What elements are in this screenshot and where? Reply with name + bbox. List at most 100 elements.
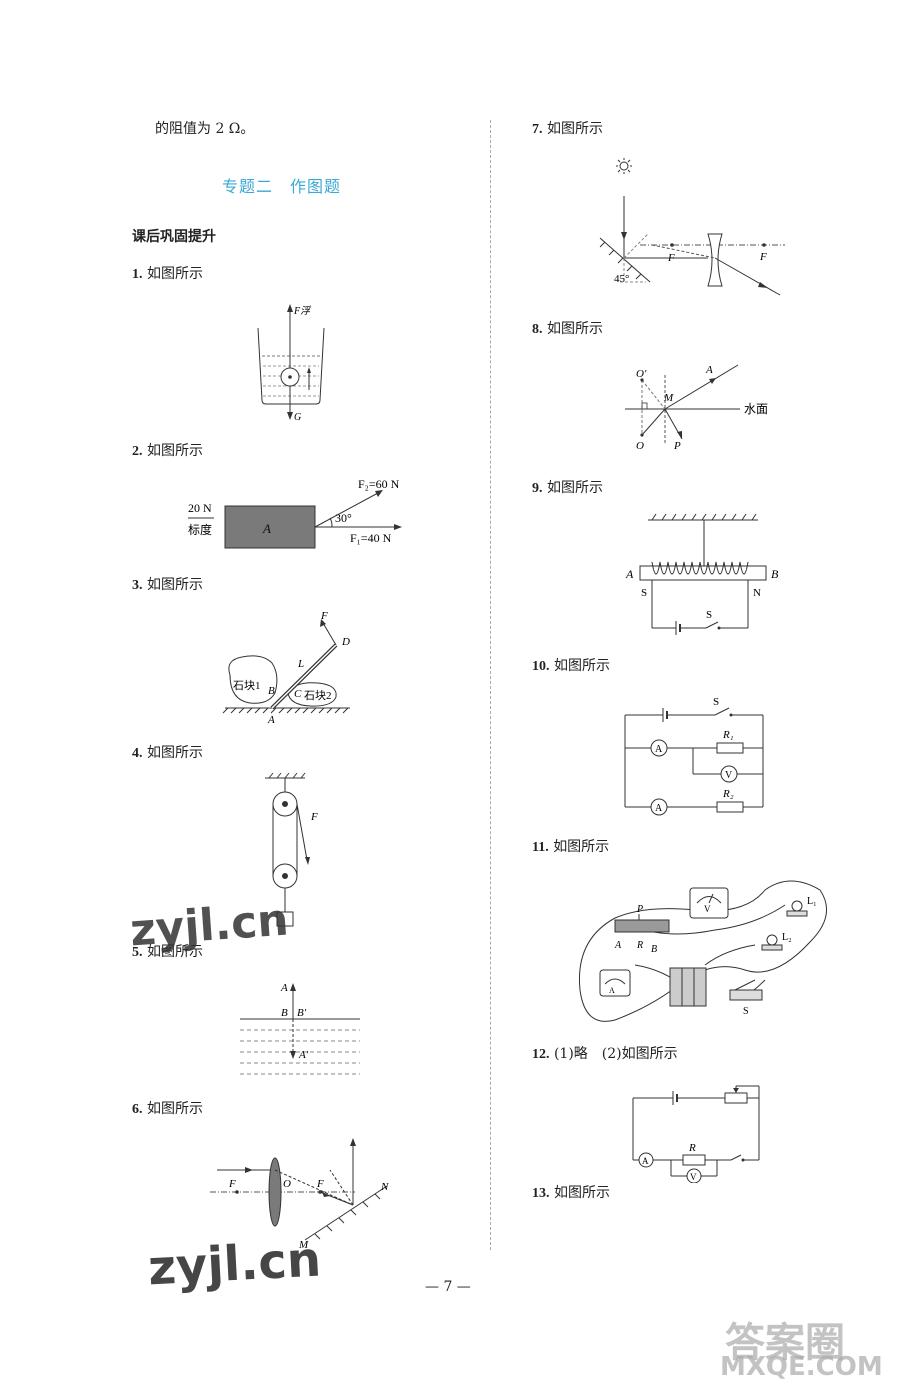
figure-11-physical-circuit: V P A R B L₁ L₂ A S bbox=[578, 880, 828, 1022]
label-f: F bbox=[310, 811, 318, 823]
label-f-left: F bbox=[667, 252, 675, 264]
label-m: M bbox=[298, 1239, 309, 1250]
angle-label: 30° bbox=[335, 511, 352, 525]
item-text: 如图所示 bbox=[553, 658, 610, 674]
item-number: 2. bbox=[132, 444, 143, 459]
label-r2: R₂ bbox=[722, 788, 734, 800]
ammeter-label-1: A bbox=[655, 744, 663, 755]
voltmeter-label: V bbox=[725, 770, 733, 781]
watermark-zyjl-2: zyjl.cn bbox=[146, 1231, 323, 1297]
item-text: (1)略 (2)如图所示 bbox=[553, 1046, 678, 1062]
label-n: N bbox=[380, 1181, 389, 1193]
item-9: 9. 如图所示 bbox=[532, 479, 603, 498]
item-number: 7. bbox=[532, 122, 543, 137]
rheostat-p: P bbox=[636, 904, 643, 915]
label-s-pole: S bbox=[641, 587, 647, 599]
label-f1: F₁=40 N bbox=[350, 531, 392, 545]
watermark-zyjl-1: zyjl.cn bbox=[128, 894, 291, 957]
item-2: 2. 如图所示 bbox=[132, 442, 203, 461]
item-text: 如图所示 bbox=[546, 121, 603, 137]
item-number: 12. bbox=[532, 1047, 550, 1062]
label-l: L bbox=[297, 658, 304, 670]
page-number: — 7 — bbox=[425, 1279, 471, 1295]
label-switch: S bbox=[743, 1006, 749, 1017]
sun-icon bbox=[619, 161, 629, 171]
label-f-left: F bbox=[228, 1178, 236, 1190]
item-7: 7. 如图所示 bbox=[532, 120, 603, 139]
label-l1: L₁ bbox=[807, 896, 817, 907]
section-title: 专题二 作图题 bbox=[222, 177, 342, 196]
item-12: 12. (1)略 (2)如图所示 bbox=[532, 1045, 678, 1064]
voltmeter-letter: V bbox=[704, 904, 711, 914]
label-a: A bbox=[267, 714, 275, 726]
item-text: 如图所示 bbox=[553, 1185, 610, 1201]
label-rock1: 石块1 bbox=[233, 679, 261, 692]
label-o-prime: O′ bbox=[636, 368, 647, 380]
scale-value: 20 N bbox=[188, 501, 212, 515]
subsection-heading: 课后巩固提升 bbox=[132, 229, 216, 245]
label-r: R bbox=[688, 1142, 696, 1154]
label-water-surface: 水面 bbox=[744, 402, 768, 416]
bulb-l2-icon bbox=[766, 934, 778, 946]
item-number: 1. bbox=[132, 267, 143, 282]
item-number: 5. bbox=[132, 945, 143, 960]
voltmeter-letter: V bbox=[690, 1172, 697, 1182]
item-number: 8. bbox=[532, 322, 543, 337]
item-11: 11. 如图所示 bbox=[532, 838, 609, 857]
label-a: A bbox=[705, 364, 713, 376]
scale-word: 标度 bbox=[188, 522, 212, 537]
label-r1: R₁ bbox=[722, 729, 734, 741]
figure-6-lens-mirror: F O F N M bbox=[210, 1138, 389, 1250]
item-number: 9. bbox=[532, 481, 543, 496]
label-o: O bbox=[636, 440, 644, 452]
ammeter-letter: A bbox=[642, 1156, 649, 1166]
item-text: 如图所示 bbox=[146, 577, 203, 593]
figure-7-mirror-lens: F F 45° bbox=[599, 158, 785, 296]
watermark-mxqe: MXQE.COM bbox=[720, 1352, 883, 1382]
item-number: 3. bbox=[132, 578, 143, 593]
item-6: 6. 如图所示 bbox=[132, 1100, 203, 1119]
bulb-l1-icon bbox=[791, 900, 803, 912]
label-a: A bbox=[280, 982, 288, 994]
figure-5-refraction: A B B′ A′ bbox=[240, 982, 360, 1075]
item-text: 如图所示 bbox=[546, 321, 603, 337]
figure-2-force-block: 20 N 标度 A 30° F₂=60 N F₁=40 N bbox=[188, 477, 402, 549]
label-a: A bbox=[625, 567, 634, 581]
label-f2: F₂=60 N bbox=[358, 477, 400, 491]
label-m: M bbox=[663, 392, 674, 404]
label-f: F bbox=[320, 610, 328, 622]
switch-icon bbox=[729, 989, 763, 1001]
item-number: 6. bbox=[132, 1102, 143, 1117]
ammeter-letter: A bbox=[609, 986, 615, 995]
label-l2: L₂ bbox=[782, 932, 792, 943]
item-text: 如图所示 bbox=[546, 480, 603, 496]
label-b: B bbox=[771, 567, 779, 581]
label-rock2: 石块2 bbox=[304, 689, 332, 702]
figure-8-water-reflection: O′ A M 水面 O P bbox=[625, 364, 768, 452]
label-c: C bbox=[294, 688, 302, 700]
label-b-prime: B′ bbox=[297, 1007, 307, 1019]
label-p: P bbox=[673, 440, 681, 452]
watermark-answer-circle: 答案圈 bbox=[725, 1320, 845, 1366]
figure-1-beaker: F浮 G bbox=[257, 304, 325, 423]
battery-icon bbox=[669, 967, 707, 1007]
item-number: 11. bbox=[532, 840, 549, 855]
label-switch: S bbox=[713, 696, 719, 708]
intro-line: 的阻值为 2 Ω。 bbox=[155, 121, 255, 137]
label-f-buoyancy: F浮 bbox=[293, 305, 312, 317]
label-n-pole: N bbox=[753, 587, 761, 599]
ammeter-label-2: A bbox=[655, 803, 663, 814]
figure-4-pulley: F bbox=[265, 772, 318, 927]
rheostat-a: A bbox=[614, 940, 622, 951]
column-divider bbox=[490, 120, 491, 1250]
item-text: 如图所示 bbox=[146, 266, 203, 282]
item-10: 10. 如图所示 bbox=[532, 657, 610, 676]
rheostat-b: B bbox=[651, 944, 657, 955]
label-switch: S bbox=[706, 609, 712, 621]
item-text: 如图所示 bbox=[146, 745, 203, 761]
label-f-right: F bbox=[316, 1178, 324, 1190]
item-8: 8. 如图所示 bbox=[532, 320, 603, 339]
item-text: 如图所示 bbox=[146, 1101, 203, 1117]
label-b: B bbox=[268, 685, 275, 697]
label-d: D bbox=[341, 636, 350, 648]
